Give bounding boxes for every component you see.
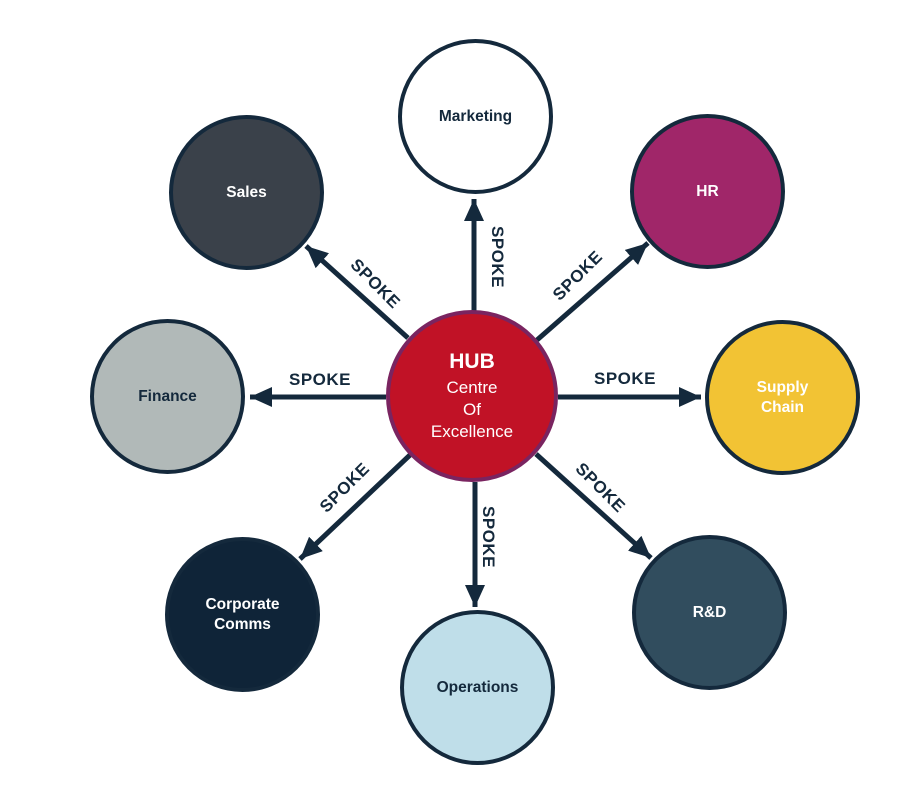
spoke-label-top: SPOKE xyxy=(488,225,507,289)
node-finance: Finance xyxy=(90,319,245,474)
spoke-arrow-top-left xyxy=(304,244,410,340)
node-sales: Sales xyxy=(169,115,324,270)
node-corporate-comms: Corporate Comms xyxy=(165,537,320,692)
node-rd: R&D xyxy=(632,535,787,690)
hub-subtitle-line: Excellence xyxy=(430,422,514,442)
node-label: Sales xyxy=(226,183,267,201)
hub-subtitle-line: Centre xyxy=(446,377,498,397)
node-label: Corporate Comms xyxy=(205,595,280,633)
node-label: Operations xyxy=(436,678,519,696)
node-label: Supply Chain xyxy=(756,378,809,416)
spoke-arrow-top-right xyxy=(535,241,650,342)
hub-node: HUB Centre Of Excellence xyxy=(386,310,558,482)
node-label: R&D xyxy=(692,603,727,621)
node-label: HR xyxy=(696,182,719,200)
node-label: Finance xyxy=(138,387,197,405)
spoke-label-left: SPOKE xyxy=(288,370,352,389)
node-supply-chain: Supply Chain xyxy=(705,320,860,475)
spoke-arrow-bottom-left xyxy=(298,453,412,561)
spoke-arrow-bottom-right xyxy=(534,452,653,560)
spoke-label-bottom: SPOKE xyxy=(479,505,498,569)
node-operations: Operations xyxy=(400,610,555,765)
spoke-label-right: SPOKE xyxy=(593,369,657,388)
node-label: Marketing xyxy=(438,107,513,125)
hub-title: HUB xyxy=(449,350,495,374)
node-hr: HR xyxy=(630,114,785,269)
node-marketing: Marketing xyxy=(398,39,553,194)
hub-subtitle-line: Of xyxy=(463,399,481,419)
